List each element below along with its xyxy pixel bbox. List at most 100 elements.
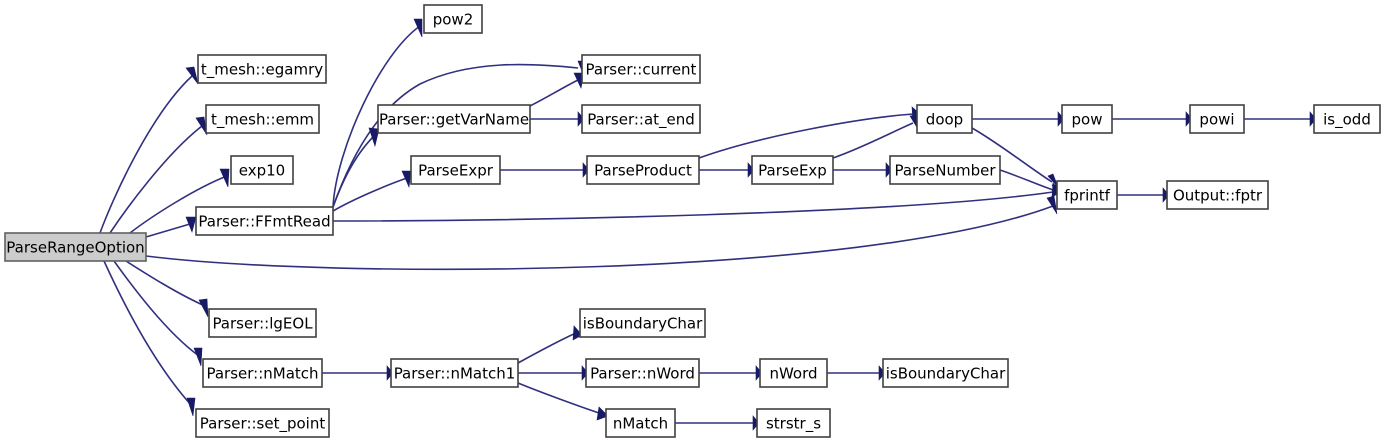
node-rect[interactable] [230,155,294,185]
edge-FFmtRead-to-pow2 [332,18,423,208]
graph-node-ParseProduct[interactable]: ParseProduct [586,155,700,185]
node-rect[interactable] [423,4,483,34]
edge-ParseRangeOption-to-FFmtRead [145,216,197,238]
node-label: t_mesh::emm [211,111,314,130]
graph-node-exp10[interactable]: exp10 [230,155,294,185]
graph-node-strstr_s[interactable]: strstr_s [756,408,831,438]
node-rect[interactable] [916,104,973,134]
node-label: nMatch [613,415,668,433]
edge-ParseRangeOption-to-set_point [103,260,196,417]
node-rect[interactable] [195,408,330,438]
edge-FFmtRead-to-fprintf [332,184,1063,222]
node-label: Parser::current [586,61,697,79]
graph-node-nWordP[interactable]: Parser::nWord [585,358,700,388]
node-rect[interactable] [581,54,701,84]
node-rect[interactable] [208,308,317,338]
node-rect[interactable] [390,358,519,388]
edge-ParseProduct-to-ParseExp [699,162,755,178]
edge-FFmtRead-to-ParseExpr [332,170,412,212]
graph-node-getVarName[interactable]: Parser::getVarName [377,104,531,134]
graph-node-doop[interactable]: doop [916,104,973,134]
node-rect[interactable] [197,54,327,84]
graph-node-nMatchP[interactable]: Parser::nMatch [202,358,323,388]
graph-node-ParseNumber[interactable]: ParseNumber [889,155,1001,185]
node-label: Parser::lgEOL [212,315,313,333]
edge-ParseRangeOption-to-t_mesh_egamry [99,66,199,234]
graph-node-lgEOL[interactable]: Parser::lgEOL [208,308,317,338]
graph-node-current[interactable]: Parser::current [581,54,701,84]
node-rect[interactable] [585,358,700,388]
node-rect[interactable] [1166,180,1269,210]
node-label: ParseProduct [594,162,692,180]
node-label: ParseExp [758,162,827,180]
edge-line [332,63,579,208]
node-label: Parser::FFmtRead [198,213,330,231]
arrowhead-icon [1309,111,1317,127]
node-rect[interactable] [1189,104,1245,134]
node-rect[interactable] [579,308,706,338]
node-rect[interactable] [195,206,334,236]
graph-node-t_mesh_egamry[interactable]: t_mesh::egamry [197,54,327,84]
graph-node-at_end[interactable]: Parser::at_end [581,104,701,134]
node-label: exp10 [239,162,285,180]
graph-node-fprintf[interactable]: fprintf [1056,180,1118,210]
arrowhead-icon [401,170,412,189]
graph-node-ParseRangeOption[interactable]: ParseRangeOption [4,232,147,262]
arrowhead-icon [1047,173,1059,188]
node-rect[interactable] [1313,104,1381,134]
node-label: isBoundaryChar [583,315,703,333]
arrowhead-icon [878,365,886,381]
node-rect[interactable] [751,155,834,185]
graph-node-nMatch[interactable]: nMatch [605,408,676,438]
node-rect[interactable] [205,104,320,134]
graph-node-pow2[interactable]: pow2 [423,4,483,34]
node-label: t_mesh::egamry [201,61,323,80]
arrowhead-icon [219,168,230,188]
edge-line [332,191,1054,222]
node-rect[interactable] [1061,104,1113,134]
node-rect[interactable] [377,104,531,134]
graph-node-isBoundaryChar1[interactable]: isBoundaryChar [579,308,706,338]
graph-node-nWord[interactable]: nWord [759,358,828,388]
graph-node-Output_fptr[interactable]: Output::fptr [1166,180,1269,210]
node-rect[interactable] [410,155,501,185]
node-rect[interactable] [586,155,700,185]
graph-node-powi[interactable]: powi [1189,104,1245,134]
node-rect[interactable] [756,408,831,438]
node-label: ParseExpr [418,162,494,180]
graph-node-nMatch1[interactable]: Parser::nMatch1 [390,358,519,388]
node-rect[interactable] [889,155,1001,185]
node-label: doop [926,111,963,129]
node-rect[interactable] [581,104,701,134]
node-rect[interactable] [882,358,1009,388]
arrowhead-icon [582,162,590,178]
arrowhead-icon [885,162,893,178]
edge-line [999,169,1054,191]
arrowhead-icon [1162,187,1170,203]
arrowhead-icon [755,365,763,381]
node-rect[interactable] [202,358,323,388]
graph-node-is_odd[interactable]: is_odd [1313,104,1381,134]
graph-node-t_mesh_emm[interactable]: t_mesh::emm [205,104,320,134]
node-label: Parser::getVarName [379,111,529,129]
graph-node-ParseExpr[interactable]: ParseExpr [410,155,501,185]
node-rect[interactable] [4,232,147,262]
node-rect[interactable] [605,408,676,438]
edge-getVarName-to-at_end [529,111,585,127]
graph-node-FFmtRead[interactable]: Parser::FFmtRead [195,206,334,236]
edge-ParseExp-to-doop [832,114,919,159]
graph-node-isBoundaryChar2[interactable]: isBoundaryChar [882,358,1009,388]
node-rect[interactable] [759,358,828,388]
graph-node-pow[interactable]: pow [1061,104,1113,134]
edge-line [529,79,579,107]
arrowhead-icon [577,111,585,127]
arrowhead-icon [186,397,196,417]
graph-node-set_point[interactable]: Parser::set_point [195,408,330,438]
arrowhead-icon [747,162,755,178]
edge-line [99,75,193,234]
edge-nMatch1-to-nWordP [518,365,589,381]
edge-ParseRangeOption-to-fprintf [145,195,1058,271]
node-rect[interactable] [1056,180,1118,210]
graph-node-ParseExp[interactable]: ParseExp [751,155,834,185]
